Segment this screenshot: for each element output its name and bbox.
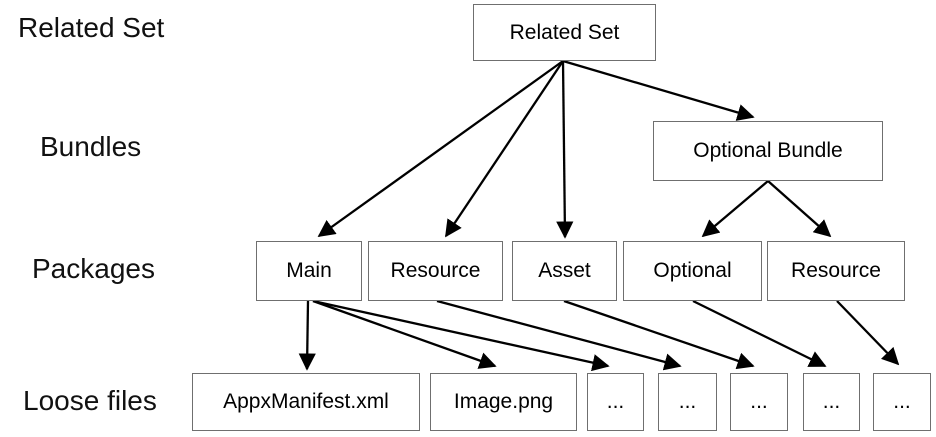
node-dots-file-4-label: ... [822, 390, 841, 413]
node-resource2-package-label: Resource [791, 259, 881, 282]
node-dots-file-4: ... [803, 373, 860, 431]
edge-relatedset-to-main [317, 60, 564, 238]
edge-main-to-appxmanifest [298, 300, 316, 371]
edge-main-to-imagepng [312, 299, 497, 369]
edge-relatedset-to-asset [556, 60, 574, 239]
node-dots-file-5-label: ... [893, 390, 911, 413]
edge-relatedset-to-resource [445, 60, 564, 238]
node-resource-package-label: Resource [390, 259, 481, 282]
edge-optional-to-dots4 [692, 299, 827, 368]
edge-relatedset-to-optionalbundle [562, 59, 755, 121]
node-resource-package: Resource [368, 241, 503, 301]
node-dots-file-3: ... [730, 373, 788, 431]
row-label-packages: Packages [32, 253, 155, 284]
edge-resource2-to-dots5 [836, 300, 900, 366]
node-main-package-label: Main [286, 259, 332, 282]
row-label-bundles: Bundles [40, 131, 142, 162]
node-asset-package-label: Asset [538, 259, 591, 282]
node-dots-file-2: ... [658, 373, 717, 431]
node-optional-package: Optional [623, 241, 762, 301]
node-dots-file-3-label: ... [750, 390, 768, 413]
node-dots-file-5: ... [873, 373, 931, 431]
node-resource2-package: Resource [767, 241, 905, 301]
node-related-set-label: Related Set [509, 20, 620, 44]
edge-main-to-dots1 [312, 299, 610, 372]
row-label-related-set: Related Set [18, 12, 165, 43]
node-dots-file-1: ... [587, 373, 644, 431]
node-optional-bundle: Optional Bundle [653, 121, 883, 181]
node-appxmanifest-file-label: AppxManifest.xml [223, 390, 389, 413]
node-related-set: Related Set [473, 4, 656, 61]
edge-resource-to-dots2 [436, 299, 682, 371]
node-optional-package-label: Optional [653, 259, 732, 282]
edge-optionalbundle-to-optional [701, 180, 769, 238]
node-dots-file-2-label: ... [678, 390, 697, 413]
edge-optionalbundle-to-resource2 [767, 180, 832, 238]
node-optional-bundle-label: Optional Bundle [693, 139, 843, 162]
node-main-package: Main [256, 241, 362, 301]
node-image-png-file: Image.png [430, 373, 577, 431]
node-dots-file-1-label: ... [606, 390, 625, 413]
node-appxmanifest-file: AppxManifest.xml [192, 373, 420, 431]
node-asset-package: Asset [512, 241, 617, 301]
node-image-png-file-label: Image.png [453, 390, 554, 413]
edge-asset-to-dots3 [563, 299, 755, 370]
row-label-loose-files: Loose files [23, 385, 157, 416]
